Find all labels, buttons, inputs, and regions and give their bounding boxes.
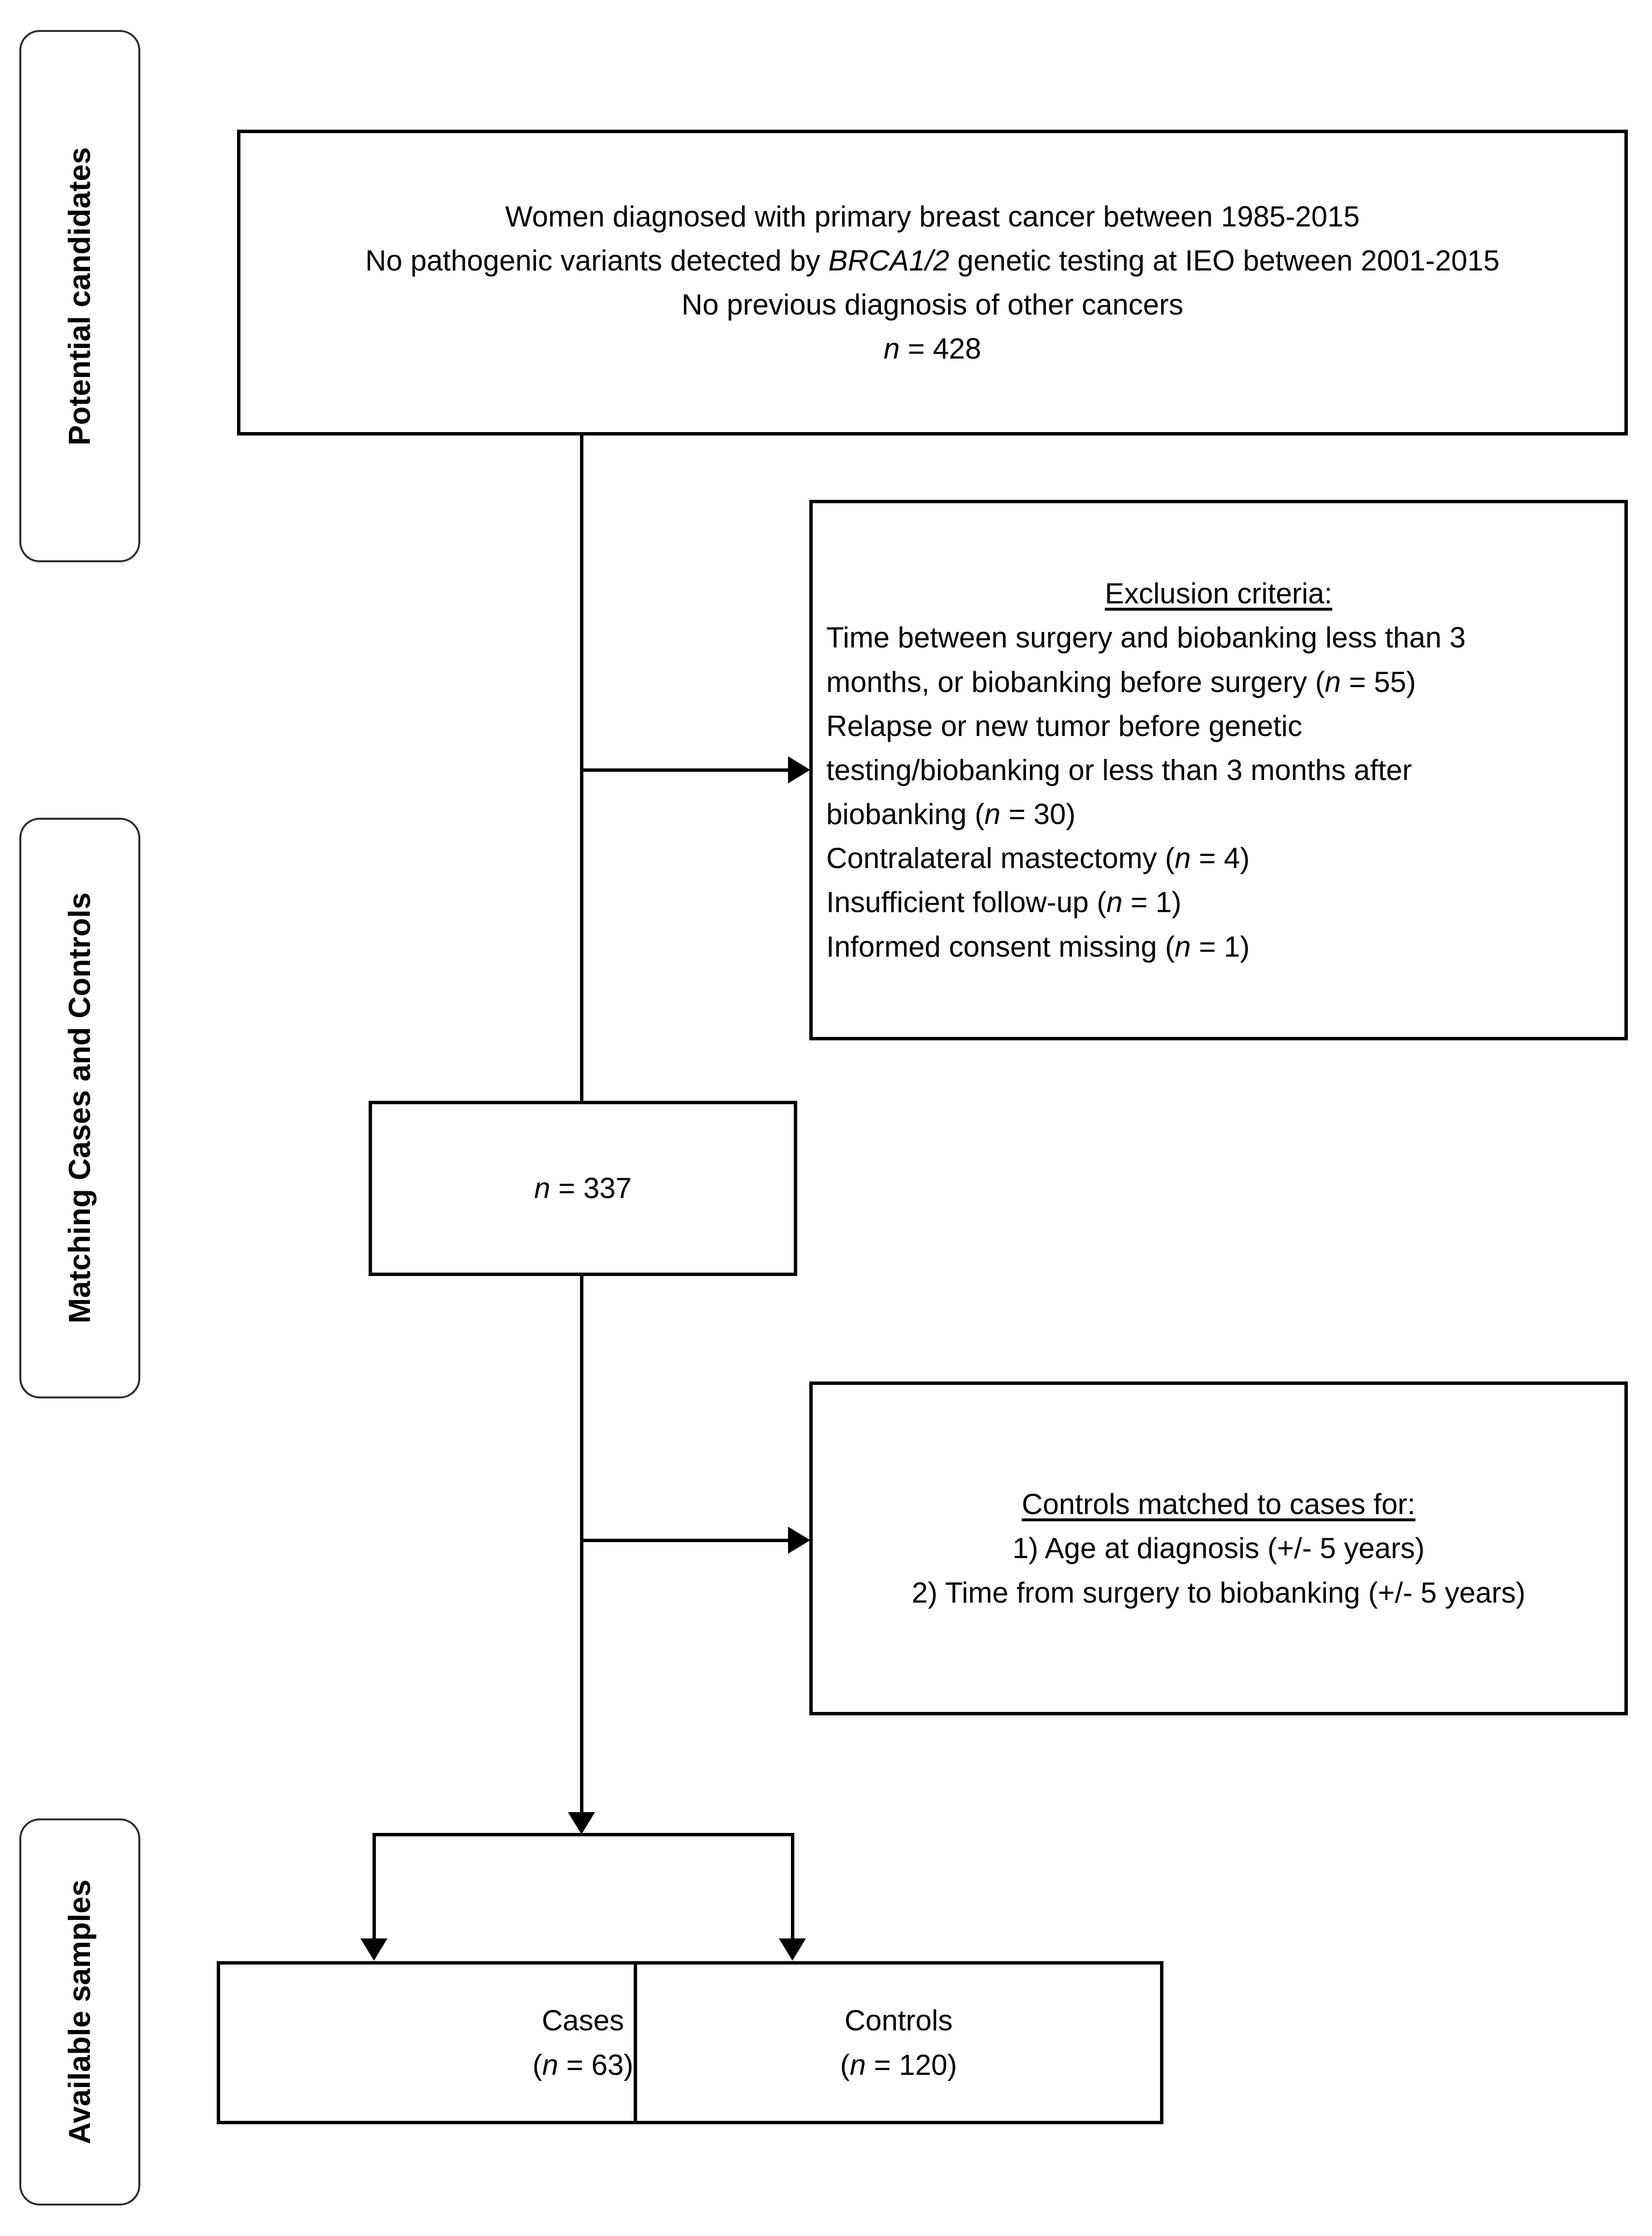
exclusion-item-1-line-2: months, or biobanking before surgery (n … [826,660,1416,704]
n-symbol: n [883,332,900,365]
gene-name-brca: BRCA1/2 [828,244,950,277]
arrow-to-exclusion-icon [788,756,810,783]
stage-label-text: Available samples [62,1879,97,2145]
box-exclusion-criteria: Exclusion criteria: Time between surgery… [809,500,1628,1040]
exclusion-item-2-line-3: biobanking (n = 30) [826,792,1075,836]
eligibility-line-2-pre: No pathogenic variants detected by [365,244,829,277]
exclusion-item-2-text: biobanking ( [826,798,984,831]
box-eligibility: Women diagnosed with primary breast canc… [237,130,1628,435]
exclusion-item-5: Informed consent missing (n = 1) [826,925,1250,969]
connector-trunk-lower [580,1276,583,1812]
exclusion-heading: Exclusion criteria: [1104,577,1333,610]
eligibility-count: n = 428 [884,327,982,371]
matching-item-2: 2) Time from surgery to biobanking (+/- … [911,1576,1526,1609]
controls-count-value: = 120) [865,2048,957,2081]
remaining-count-value: = 337 [550,1172,632,1205]
exclusion-item-2-value: = 30) [1000,798,1076,831]
connector-to-exclusion [580,768,788,772]
remaining-count: n = 337 [534,1166,632,1210]
paren-open: ( [840,2048,850,2081]
matching-heading: Controls matched to cases for: [1022,1488,1415,1521]
eligibility-line-3: No previous diagnosis of other cancers [681,288,1184,321]
n-symbol: n [1106,886,1123,919]
exclusion-item-5-text: Informed consent missing ( [826,930,1175,963]
exclusion-item-3: Contralateral mastectomy (n = 4) [826,836,1250,880]
exclusion-item-4-value: = 1) [1122,886,1182,919]
exclusion-item-3-value: = 4) [1191,842,1250,875]
eligibility-line-2-post: genetic testing at IEO between 2001-2015 [949,244,1500,277]
paren-open: ( [532,2048,542,2081]
n-symbol: n [849,2048,866,2081]
connector-split-bar [372,1833,794,1836]
cases-label: Cases [541,2004,625,2037]
arrow-to-split-icon [568,1812,595,1834]
n-symbol: n [1175,842,1191,875]
n-symbol: n [984,798,1001,831]
box-matching-criteria: Controls matched to cases for: 1) Age at… [809,1381,1628,1715]
controls-count: (n = 120) [840,2043,957,2087]
cases-count-value: = 63) [558,2048,634,2081]
exclusion-item-1-text: months, or biobanking before surgery ( [826,665,1325,698]
n-symbol: n [1325,665,1341,698]
n-symbol: n [534,1172,551,1205]
stage-label-potential-candidates: Potential candidates [19,30,140,562]
exclusion-item-1-value: = 55) [1340,665,1416,698]
cases-count: (n = 63) [533,2043,633,2087]
eligibility-line-2: No pathogenic variants detected by BRCA1… [365,239,1500,283]
n-symbol: n [542,2048,559,2081]
connector-to-controls [791,1833,794,1938]
arrow-to-controls-icon [779,1938,806,1961]
connector-to-matching [580,1539,788,1542]
arrow-to-cases-icon [360,1938,387,1961]
exclusion-item-3-text: Contralateral mastectomy ( [826,842,1175,875]
stage-label-available-samples: Available samples [19,1818,140,2206]
controls-label: Controls [844,2004,953,2037]
connector-to-cases [372,1833,376,1938]
box-remaining-cohort: n = 337 [369,1101,797,1276]
box-controls: Controls (n = 120) [634,1961,1163,2124]
exclusion-item-1-line-1: Time between surgery and biobanking less… [826,621,1466,654]
eligibility-count-value: = 428 [899,332,982,365]
exclusion-item-4: Insufficient follow-up (n = 1) [826,880,1181,924]
arrow-to-matching-icon [788,1527,810,1554]
stage-label-text: Matching Cases and Controls [62,892,97,1324]
exclusion-item-2-line-1: Relapse or new tumor before genetic [826,709,1302,742]
matching-item-1: 1) Age at diagnosis (+/- 5 years) [1012,1532,1425,1565]
stage-label-text: Potential candidates [62,147,97,446]
exclusion-item-4-text: Insufficient follow-up ( [826,886,1107,919]
stage-label-matching-cases-and-controls: Matching Cases and Controls [19,818,140,1398]
eligibility-line-1: Women diagnosed with primary breast canc… [505,200,1360,233]
n-symbol: n [1175,930,1191,963]
exclusion-item-5-value: = 1) [1191,930,1250,963]
exclusion-item-2-line-2: testing/biobanking or less than 3 months… [826,753,1412,786]
